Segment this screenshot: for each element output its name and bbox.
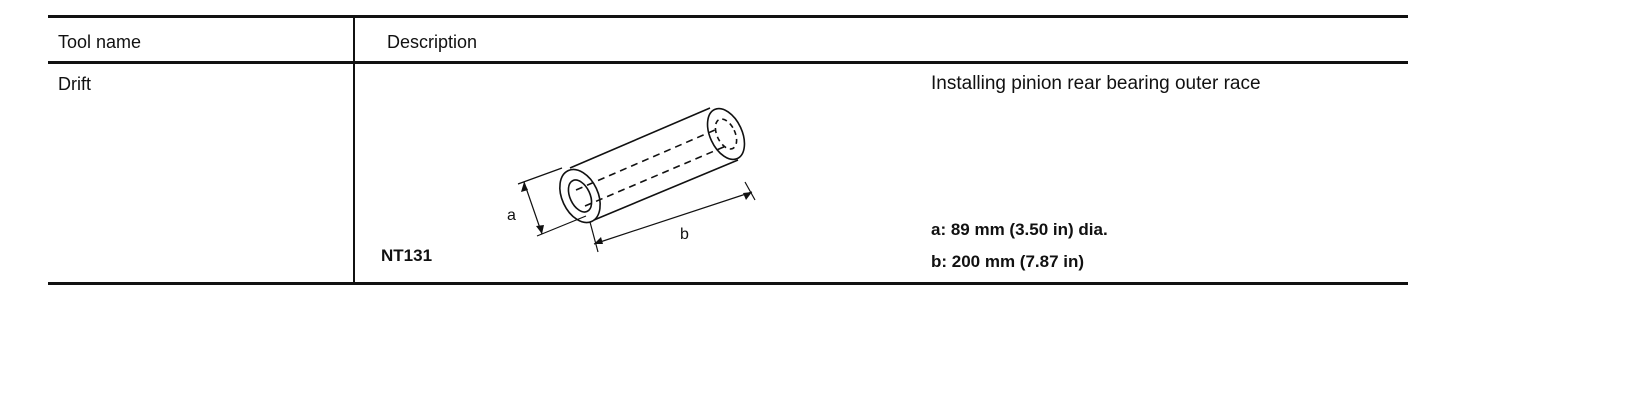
dimension-a-label: a bbox=[507, 207, 516, 224]
spec-b: b: 200 mm (7.87 in) bbox=[931, 252, 1085, 271]
tool-code: NT131 bbox=[381, 246, 433, 265]
drift-tube-icon: a b bbox=[507, 107, 756, 253]
column-divider bbox=[353, 16, 355, 283]
tool-name: Drift bbox=[58, 74, 91, 94]
dimension-b-label: b bbox=[680, 226, 689, 243]
table-header-rule bbox=[48, 61, 1408, 64]
header-description: Description bbox=[387, 32, 478, 52]
table-top-rule bbox=[48, 15, 1408, 18]
header-tool-name: Tool name bbox=[58, 32, 142, 52]
spec-a: a: 89 mm (3.50 in) dia. bbox=[931, 220, 1108, 239]
table-bottom-rule bbox=[48, 282, 1408, 285]
tool-purpose: Installing pinion rear bearing outer rac… bbox=[931, 73, 1261, 94]
